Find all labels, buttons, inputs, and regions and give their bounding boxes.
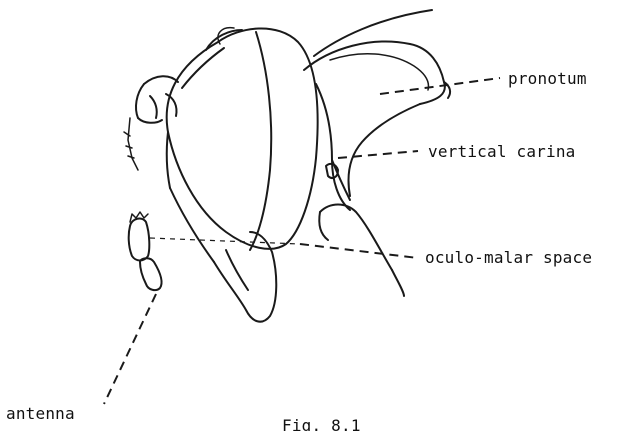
pronotum-outline [304, 10, 450, 210]
figure-caption: Fig. 8.1 [282, 418, 361, 431]
antenna-base [124, 76, 178, 170]
label-oculo-malar-space: oculo-malar space [425, 250, 592, 266]
compound-eye [167, 28, 318, 249]
antenna-segments [129, 212, 162, 290]
leader-oculo-malar-inner [150, 238, 300, 244]
thorax-lower [319, 205, 404, 297]
leader-lines [104, 78, 500, 404]
label-pronotum: pronotum [508, 71, 587, 87]
leader-oculo-malar [300, 244, 418, 258]
head-capsule [167, 32, 272, 250]
label-antenna: antenna [6, 406, 75, 422]
leader-pronotum [380, 78, 500, 94]
gena-and-mouthparts [170, 188, 276, 322]
label-vertical-carina: vertical carina [428, 144, 576, 160]
leader-vertical-carina [338, 151, 418, 158]
leader-antenna [104, 294, 156, 404]
